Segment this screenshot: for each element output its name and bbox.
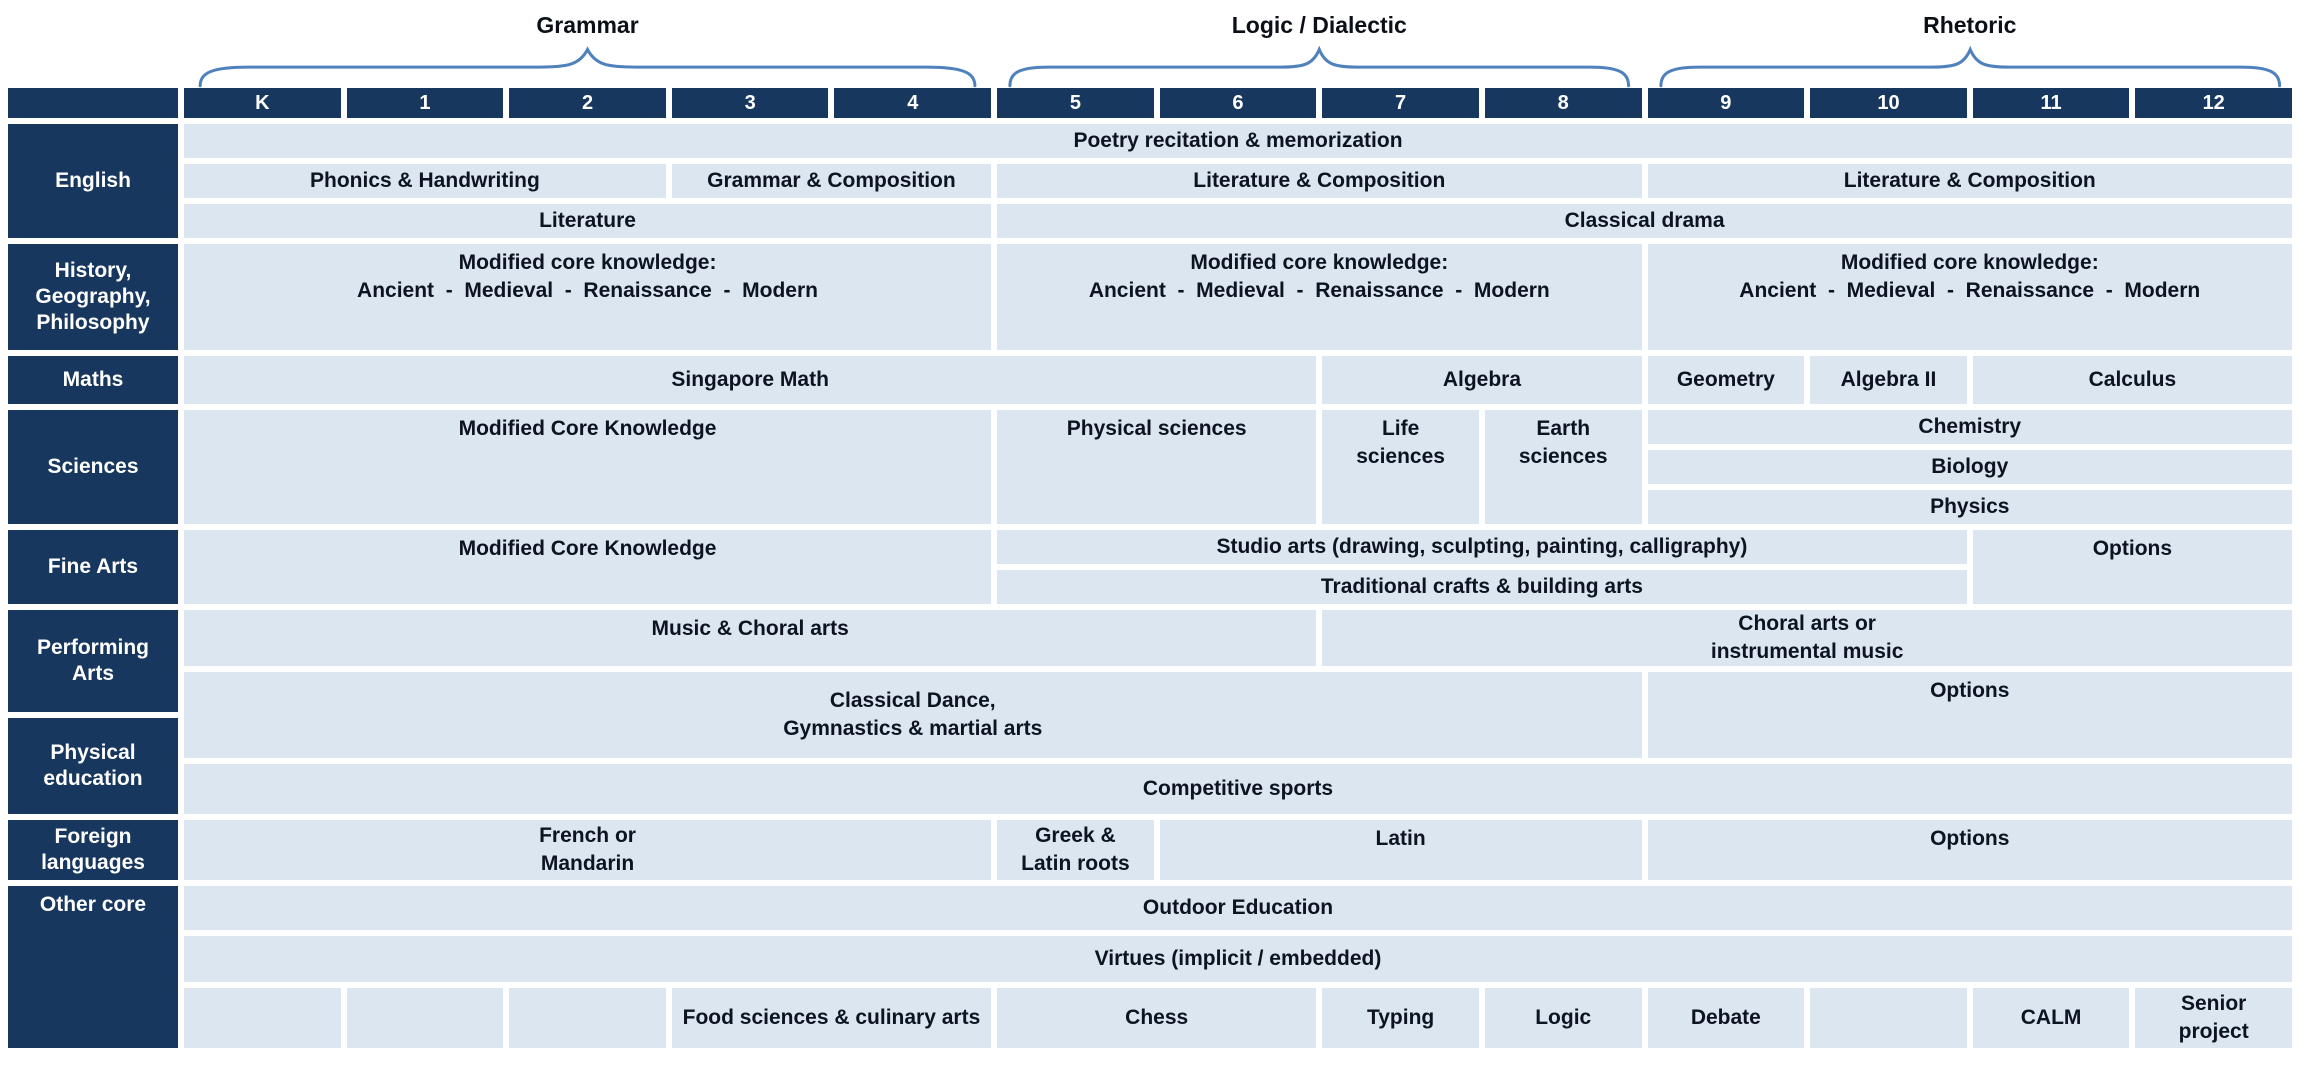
cell-other-virtues: Virtues (implicit / embedded)	[184, 936, 2292, 982]
header-corner	[8, 88, 178, 118]
cell-fine-arts-studio: Studio arts (drawing, sculpting, paintin…	[997, 530, 1967, 564]
grade-header-1: 1	[346, 88, 504, 118]
cell-physical-sports: Competitive sports	[184, 764, 2292, 814]
row-label-foreign-languages: Foreign languages	[8, 820, 178, 880]
cell-foreign-greek-latin-roots: Greek & Latin roots	[997, 820, 1154, 880]
cell-foreign-options: Options	[1647, 820, 2292, 880]
curriculum-grid: K 1 2 3 4 5 6 7 8 9 10 11 12 English Poe…	[8, 88, 2292, 1048]
cell-english-literature: Literature	[184, 204, 992, 238]
grade-header-4: 4	[834, 88, 992, 118]
grade-header-10: 10	[1810, 88, 1967, 118]
cell-maths-algebra: Algebra	[1322, 356, 1642, 404]
cell-english-classical-drama: Classical drama	[997, 204, 2292, 238]
cell-other-senior-project: Senior project	[2135, 988, 2292, 1048]
grade-header-8: 8	[1484, 88, 1642, 118]
row-label-performing-arts: Performing Arts	[8, 610, 178, 712]
cell-fine-arts-options: Options	[1972, 530, 2292, 604]
stage-header: Grammar Logic / Dialectic Rhetoric	[8, 6, 2292, 88]
brace-grammar	[184, 44, 991, 88]
cell-maths-geometry: Geometry	[1647, 356, 1805, 404]
cell-other-debate: Debate	[1647, 988, 1805, 1048]
cell-maths-calculus: Calculus	[1972, 356, 2292, 404]
cell-history-logic: Modified core knowledge: Ancient - Medie…	[997, 244, 1642, 350]
cell-sciences-life: Life sciences	[1322, 410, 1479, 524]
stage-label-grammar: Grammar	[536, 11, 639, 38]
cell-other-chess: Chess	[997, 988, 1317, 1048]
cell-sciences-chemistry: Chemistry	[1647, 410, 2292, 444]
cell-maths-algebra2: Algebra II	[1810, 356, 1967, 404]
cell-sciences-physics: Physics	[1647, 490, 2292, 524]
row-label-sciences: Sciences	[8, 410, 178, 524]
brace-rhetoric	[1648, 44, 2292, 88]
cell-foreign-french-mandarin: French or Mandarin	[184, 820, 992, 880]
row-label-other-core: Other core	[8, 886, 178, 1048]
grade-header-5: 5	[997, 88, 1154, 118]
row-label-maths: Maths	[8, 356, 178, 404]
grade-header-12: 12	[2135, 88, 2292, 118]
cell-sciences-core: Modified Core Knowledge	[184, 410, 992, 524]
cell-sciences-earth: Earth sciences	[1484, 410, 1642, 524]
cell-english-grammar-composition: Grammar & Composition	[671, 164, 992, 198]
cell-fine-arts-core: Modified Core Knowledge	[184, 530, 992, 604]
grade-header-9: 9	[1647, 88, 1805, 118]
cell-english-literature-composition-logic: Literature & Composition	[997, 164, 1642, 198]
cell-other-calm: CALM	[1972, 988, 2130, 1048]
cell-maths-singapore: Singapore Math	[184, 356, 1317, 404]
cell-performing-music: Music & Choral arts	[184, 610, 1317, 666]
cell-performing-dance: Classical Dance, Gymnastics & martial ar…	[184, 672, 1642, 758]
cell-sciences-biology: Biology	[1647, 450, 2292, 484]
row-label-physical-education: Physical education	[8, 718, 178, 814]
cell-other-food-sciences: Food sciences & culinary arts	[671, 988, 992, 1048]
brace-logic	[997, 44, 1641, 88]
cell-english-phonics: Phonics & Handwriting	[184, 164, 666, 198]
cell-other-empty-2	[509, 988, 666, 1048]
cell-other-typing: Typing	[1322, 988, 1479, 1048]
row-label-fine-arts: Fine Arts	[8, 530, 178, 604]
cell-english-literature-composition-rhetoric: Literature & Composition	[1647, 164, 2292, 198]
grade-header-2: 2	[509, 88, 666, 118]
cell-other-outdoor: Outdoor Education	[184, 886, 2292, 930]
grade-header-11: 11	[1972, 88, 2130, 118]
cell-history-grammar: Modified core knowledge: Ancient - Medie…	[184, 244, 992, 350]
stage-label-logic: Logic / Dialectic	[1231, 11, 1407, 38]
grade-header-3: 3	[671, 88, 829, 118]
cell-other-logic: Logic	[1484, 988, 1642, 1048]
row-label-english: English	[8, 124, 178, 238]
cell-foreign-latin: Latin	[1159, 820, 1642, 880]
cell-other-empty-10	[1810, 988, 1967, 1048]
grade-header-k: K	[184, 88, 341, 118]
grade-header-6: 6	[1159, 88, 1317, 118]
cell-english-poetry: Poetry recitation & memorization	[184, 124, 2292, 158]
cell-performing-choral: Choral arts or instrumental music	[1322, 610, 2292, 666]
cell-other-empty-k	[184, 988, 341, 1048]
cell-sciences-physical: Physical sciences	[997, 410, 1317, 524]
cell-history-rhetoric: Modified core knowledge: Ancient - Medie…	[1647, 244, 2292, 350]
grade-header-7: 7	[1322, 88, 1479, 118]
cell-fine-arts-crafts: Traditional crafts & building arts	[997, 570, 1967, 604]
row-label-history: History, Geography, Philosophy	[8, 244, 178, 350]
cell-performing-options: Options	[1647, 672, 2292, 758]
stage-label-rhetoric: Rhetoric	[1923, 11, 2017, 38]
cell-other-empty-1	[346, 988, 504, 1048]
